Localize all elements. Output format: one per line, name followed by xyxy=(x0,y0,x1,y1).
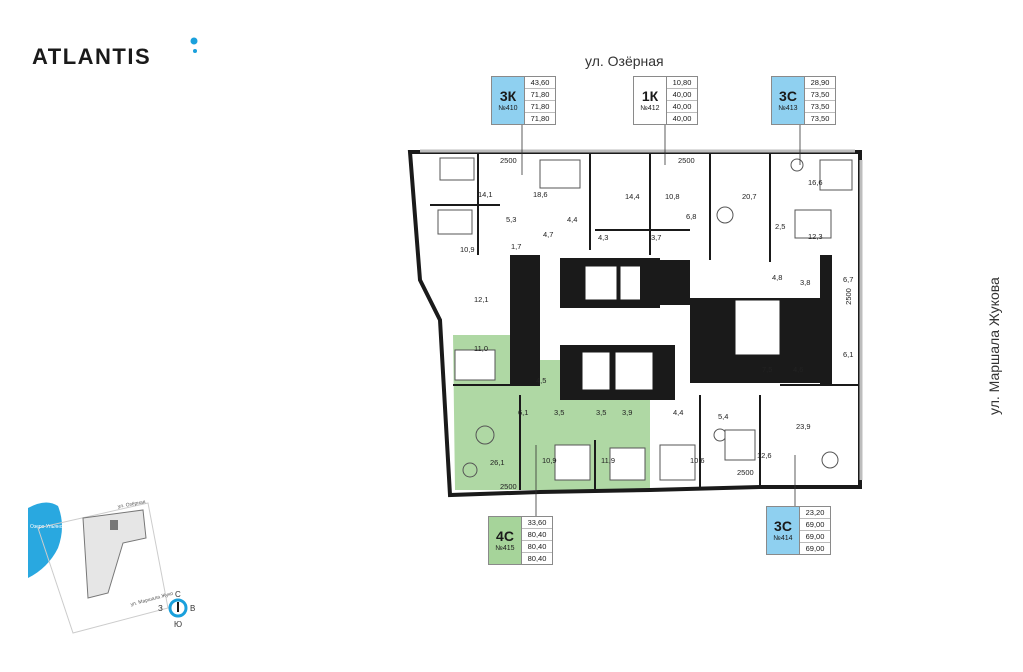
apartment-code: 1К xyxy=(641,87,659,104)
room-area: 4,5 xyxy=(536,376,547,385)
room-area: 1,7 xyxy=(511,242,522,251)
apartment-number: №415 xyxy=(495,544,515,552)
apartment-number: №414 xyxy=(773,534,793,542)
room-area: 3,8 xyxy=(800,278,811,287)
room-area: 4,4 xyxy=(673,408,684,417)
compass-north: С xyxy=(175,590,181,599)
room-area: 6,7 xyxy=(843,275,854,284)
wall-right-core xyxy=(820,255,832,385)
area-value: 69,00 xyxy=(805,544,825,553)
area-value: 23,20 xyxy=(800,507,830,519)
room-area: 11,0 xyxy=(474,344,489,353)
room-area: 4,3 xyxy=(598,233,609,242)
dimension-label: 2500 xyxy=(500,482,517,491)
room-area: 3,7 xyxy=(651,233,662,242)
apartment-number: №410 xyxy=(498,104,518,112)
stairs xyxy=(734,299,781,356)
room-area: 23,9 xyxy=(796,422,811,431)
area-value: 73,50 xyxy=(810,114,830,123)
minimap-street-top: ул. Озёрная xyxy=(117,499,146,510)
room-area: 12,3 xyxy=(808,232,823,241)
compass: С Ю З В xyxy=(158,590,196,630)
room-area: 6,8 xyxy=(686,212,697,221)
room-area: 18,6 xyxy=(533,190,548,199)
area-value: 10,80 xyxy=(667,77,697,89)
area-value: 33,60 xyxy=(522,517,552,529)
room-area: 6,1 xyxy=(843,350,854,359)
compass-south: Ю xyxy=(174,620,183,629)
room-area: 4,7 xyxy=(543,230,554,239)
apartment-code: 4С xyxy=(496,527,514,544)
lake-shape xyxy=(28,502,62,578)
apartment-code: 3С xyxy=(774,517,792,534)
elevator-shaft-3 xyxy=(581,351,611,391)
area-value: 69,00 xyxy=(800,531,830,543)
area-value: 69,00 xyxy=(800,519,830,531)
room-area: 4,4 xyxy=(567,215,578,224)
room-area: 3,5 xyxy=(596,408,607,417)
area-value: 40,00 xyxy=(667,101,697,113)
area-value: 73,50 xyxy=(805,89,835,101)
logo-dots-icon xyxy=(190,37,198,53)
room-area: 10,8 xyxy=(665,192,680,201)
room-area: 20,7 xyxy=(742,192,757,201)
room-area: 26,1 xyxy=(490,458,505,467)
room-area: 10,9 xyxy=(542,456,557,465)
area-value: 80,40 xyxy=(522,541,552,553)
logo: ATLANTIS xyxy=(32,44,152,69)
room-area: 3,9 xyxy=(622,408,633,417)
room-area: 16,6 xyxy=(808,178,823,187)
room-area: 11,9 xyxy=(601,456,616,465)
apartment-number: №413 xyxy=(778,104,798,112)
area-value: 80,40 xyxy=(522,529,552,541)
area-value: 71,80 xyxy=(530,114,550,123)
dimension-label: 2500 xyxy=(500,156,517,165)
area-value: 71,80 xyxy=(525,89,555,101)
site-minimap: Озеро Ульяновск ул. Озёрная ул. Маршала … xyxy=(28,499,173,634)
apartment-code: 3С xyxy=(779,87,797,104)
apartment-code: 3К xyxy=(499,87,517,104)
dimension-label: 2500 xyxy=(678,156,695,165)
corridor-wall xyxy=(510,255,540,385)
compass-icon xyxy=(168,598,188,618)
room-area: 2,5 xyxy=(775,222,786,231)
apartment-number: №412 xyxy=(640,104,660,112)
area-value: 80,40 xyxy=(527,554,547,563)
minimap-lake-label: Озеро Ульяновск xyxy=(30,524,71,530)
apartment-415-highlight xyxy=(453,335,650,490)
room-area: 7,5 xyxy=(762,365,773,374)
wall-mid xyxy=(640,260,690,305)
room-area: 5,3 xyxy=(506,215,517,224)
room-area: 14,4 xyxy=(625,192,640,201)
elevator-shaft-1 xyxy=(584,265,618,301)
area-value: 40,00 xyxy=(667,89,697,101)
compass-west: З xyxy=(158,604,163,613)
room-area: 4,8 xyxy=(772,273,783,282)
room-area: 4,6 xyxy=(793,365,804,374)
dimension-label: 2500 xyxy=(737,468,754,477)
room-area: 10,9 xyxy=(460,245,475,254)
room-area: 6,1 xyxy=(518,408,529,417)
area-value: 71,80 xyxy=(525,101,555,113)
room-area: 14,1 xyxy=(478,190,493,199)
elevator-shaft-4 xyxy=(614,351,654,391)
area-value: 28,90 xyxy=(805,77,835,89)
area-value: 43,60 xyxy=(525,77,555,89)
area-value: 73,50 xyxy=(805,101,835,113)
street-label-top: ул. Озёрная xyxy=(585,53,664,69)
room-area: 3,5 xyxy=(554,408,565,417)
room-area: 12,1 xyxy=(474,295,489,304)
area-value: 40,00 xyxy=(672,114,692,123)
room-area: 5,4 xyxy=(718,412,729,421)
compass-east: В xyxy=(190,604,196,613)
room-area: 12,6 xyxy=(757,451,772,460)
room-area: 10,6 xyxy=(690,456,705,465)
